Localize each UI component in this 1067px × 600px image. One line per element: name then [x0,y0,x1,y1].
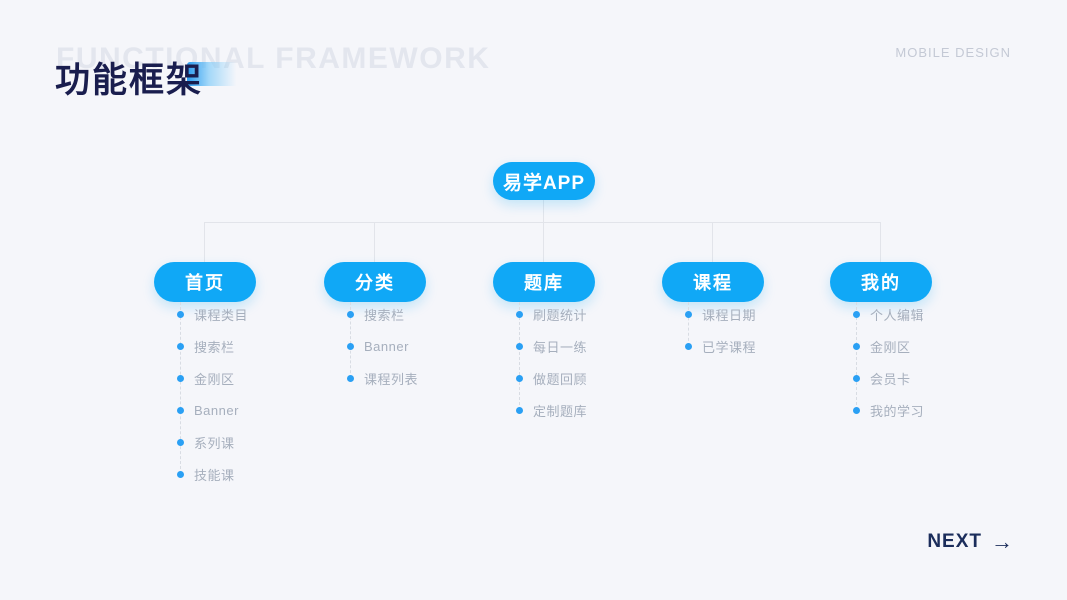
branch-dashed-line [856,302,857,410]
item-label: 课程日期 [702,307,757,323]
list-item: 系列课 [177,429,327,455]
list-item: 金刚区 [853,333,1003,359]
list-item: 搜索栏 [347,301,497,327]
item-bullet-dot [853,406,860,414]
item-bullet-dot [685,310,692,318]
branch-dashed-line [688,302,689,346]
item-bullet-dot [347,374,354,382]
branch-course: 课程 课程日期 已学课程 [662,262,764,355]
list-item: 个人编辑 [853,301,1003,327]
tree-connector-root [543,200,544,223]
item-bullet-dot [177,342,184,350]
tree-connector-stub [204,223,205,262]
list-item: 技能课 [177,461,327,487]
tree-connector-stub [880,223,881,262]
branch-home: 首页 课程类目 搜索栏 金刚区 Banner 系列课 技能课 [154,262,256,483]
item-label: 做题回顾 [533,371,588,387]
next-arrow-icon: → [991,529,1013,554]
list-item: 我的学习 [853,397,1003,423]
item-bullet-dot [177,374,184,382]
title-english-ghost: FUNCTIONAL FRAMEWORK [56,42,491,75]
page-title: 功能框架 [55,61,204,100]
branch-question-bank: 题库 刷题统计 每日一练 做题回顾 定制题库 [493,262,595,419]
branch-node-category: 分类 [324,262,426,302]
item-label: 个人编辑 [870,307,925,323]
branch-category: 分类 搜索栏 Banner 课程列表 [324,262,426,387]
title-blue-highlight [187,62,245,86]
item-label: 会员卡 [870,371,911,387]
branch-node-home: 首页 [154,262,256,302]
item-bullet-dot [685,342,692,350]
list-item: 课程日期 [685,301,835,327]
branch-item-list: 个人编辑 金刚区 会员卡 我的学习 [853,301,1003,429]
item-label: 技能课 [194,467,235,483]
item-bullet-dot [347,342,354,350]
list-item: Banner [347,333,497,359]
item-label: 系列课 [194,435,235,451]
list-item: 每日一练 [516,333,666,359]
item-label: Banner [194,402,239,418]
branch-node-question-bank: 题库 [493,262,595,302]
item-label: 金刚区 [194,371,235,387]
branch-node-mine: 我的 [830,262,932,302]
branch-node-course: 课程 [662,262,764,302]
list-item: 搜索栏 [177,333,327,359]
list-item: Banner [177,397,327,423]
list-item: 课程类目 [177,301,327,327]
item-label: 搜索栏 [194,339,235,355]
item-label: 每日一练 [533,339,588,355]
next-label: NEXT [927,531,982,552]
list-item: 做题回顾 [516,365,666,391]
item-label: 课程列表 [364,371,419,387]
item-bullet-dot [347,310,354,318]
item-label: 搜索栏 [364,307,405,323]
list-item: 会员卡 [853,365,1003,391]
branch-item-list: 课程类目 搜索栏 金刚区 Banner 系列课 技能课 [177,301,327,493]
branch-dashed-line [350,302,351,378]
branch-dashed-line [180,302,181,474]
item-label: 我的学习 [870,403,925,419]
list-item: 课程列表 [347,365,497,391]
list-item: 已学课程 [685,333,835,359]
item-bullet-dot [177,406,184,414]
tree-connector-stub [543,223,544,262]
list-item: 刷题统计 [516,301,666,327]
list-item: 金刚区 [177,365,327,391]
root-node-app: 易学APP [493,162,595,200]
item-bullet-dot [516,406,523,414]
item-label: 刷题统计 [533,307,588,323]
item-bullet-dot [853,374,860,382]
item-bullet-dot [516,374,523,382]
item-label: 金刚区 [870,339,911,355]
branch-item-list: 课程日期 已学课程 [685,301,835,365]
next-button[interactable]: NEXT → [927,531,1013,553]
item-label: Banner [364,338,409,354]
item-label: 定制题库 [533,403,588,419]
item-bullet-dot [177,438,184,446]
item-bullet-dot [853,310,860,318]
item-label: 课程类目 [194,307,249,323]
item-bullet-dot [177,310,184,318]
list-item: 定制题库 [516,397,666,423]
item-label: 已学课程 [702,339,757,355]
branch-item-list: 搜索栏 Banner 课程列表 [347,301,497,397]
item-bullet-dot [516,342,523,350]
tree-connector-stub [374,223,375,262]
corner-label: MOBILE DESIGN [895,45,1011,60]
branch-mine: 我的 个人编辑 金刚区 会员卡 我的学习 [830,262,932,419]
branch-dashed-line [519,302,520,410]
tree-connector-stub [712,223,713,262]
branch-item-list: 刷题统计 每日一练 做题回顾 定制题库 [516,301,666,429]
tree-connector-horizontal [204,222,881,223]
item-bullet-dot [516,310,523,318]
item-bullet-dot [177,470,184,478]
item-bullet-dot [853,342,860,350]
